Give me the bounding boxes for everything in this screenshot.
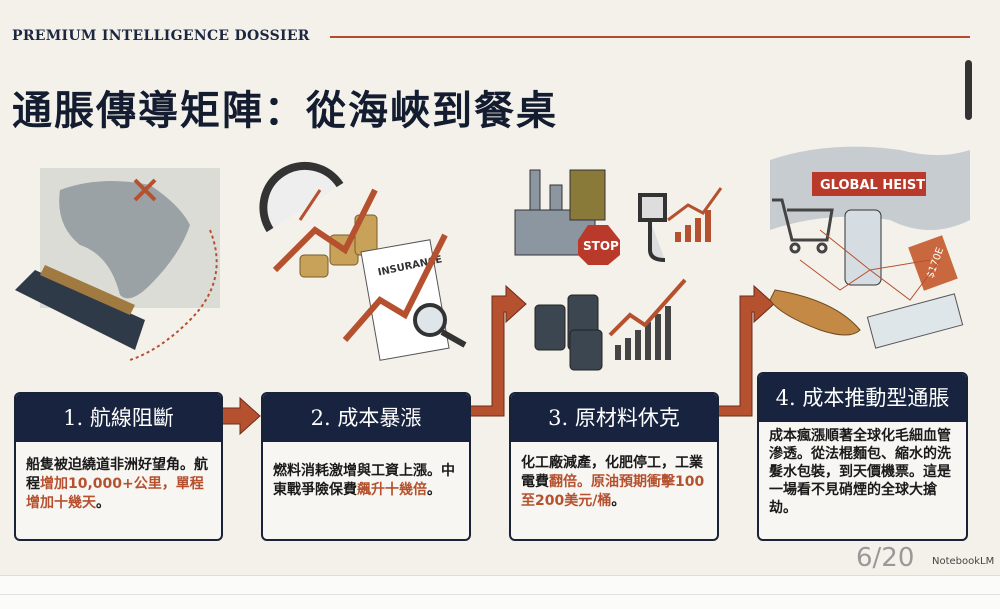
airline-ticket-icon	[866, 293, 964, 349]
step-title: 3. 原材料休克	[511, 394, 717, 442]
step-card-2: 2. 成本暴漲 燃料消耗激增與工資上漲。中東戰爭險保費飆升十幾倍。	[261, 392, 471, 541]
step-text: 船隻被迫繞道非洲好望角。航程增加10,000+公里，單程增加十幾天。	[26, 457, 208, 511]
bar-chart-icon	[667, 187, 723, 242]
bottom-bar	[0, 575, 1000, 609]
kicker: PREMIUM INTELLIGENCE DOSSIER	[12, 28, 310, 44]
arrow-3-4	[717, 284, 775, 417]
network-lines	[799, 229, 941, 301]
shampoo-bottle-icon	[844, 209, 882, 286]
global-heist-label: GLOBAL HEIST	[820, 178, 925, 193]
step-text: 化工廠減產，化肥停工，工業電費翻倍。原油預期衝擊100至200美元/桶。	[521, 455, 705, 509]
power-plug-icon	[638, 193, 667, 262]
shopping-cart-icon	[772, 198, 834, 254]
step-title: 2. 成本暴漲	[263, 394, 469, 442]
page-indicator: 6/20	[856, 543, 915, 573]
stop-label: STOP	[583, 239, 619, 253]
arrow-1-2	[221, 396, 261, 436]
divider	[330, 36, 970, 38]
flow-arrows	[221, 284, 775, 436]
baguette-icon	[769, 289, 861, 336]
step-card-4: 4. 成本推動型通脹 成本瘋漲順著全球化毛細血管滲透。從法棍麵包、縮水的洗髮水包…	[757, 372, 968, 541]
illustrations: INSURANCE STOP GLOBAL HEIST $170E	[15, 146, 970, 436]
fertilizer-bag-icon	[569, 169, 606, 221]
page-title: 通脹傳導矩陣：從海峽到餐桌	[12, 87, 558, 134]
scrollbar[interactable]	[965, 60, 972, 120]
gauge-icon	[259, 161, 344, 233]
oil-barrels-icon	[534, 294, 603, 371]
cargo-ship-icon	[15, 265, 145, 350]
rising-arrow-icon	[272, 188, 378, 273]
step-text: 燃料消耗激增與工資上漲。中東戰爭險保費飆升十幾倍。	[273, 463, 455, 498]
step-card-1: 1. 航線阻斷 船隻被迫繞道非洲好望角。航程增加10,000+公里，單程增加十幾…	[14, 392, 223, 541]
global-heist-sign: GLOBAL HEIST	[812, 172, 926, 196]
step-title: 4. 成本推動型通脹	[759, 374, 966, 422]
step-title: 1. 航線阻斷	[16, 394, 221, 442]
step-card-3: 3. 原材料休克 化工廠減產，化肥停工，工業電費翻倍。原油預期衝擊100至200…	[509, 392, 719, 541]
rising-chart-icon	[608, 278, 687, 360]
step-text: 成本瘋漲順著全球化毛細血管滲透。從法棍麵包、縮水的洗髮水包裝，到天價機票。這是一…	[769, 428, 951, 516]
divider	[0, 594, 1000, 595]
brand-watermark: NotebookLM	[932, 556, 995, 567]
arrow-2-3	[469, 284, 527, 417]
insurance-document-icon: INSURANCE	[342, 233, 467, 361]
price-tag-icon: $170E	[908, 235, 958, 291]
stop-sign-icon: STOP	[578, 225, 620, 265]
